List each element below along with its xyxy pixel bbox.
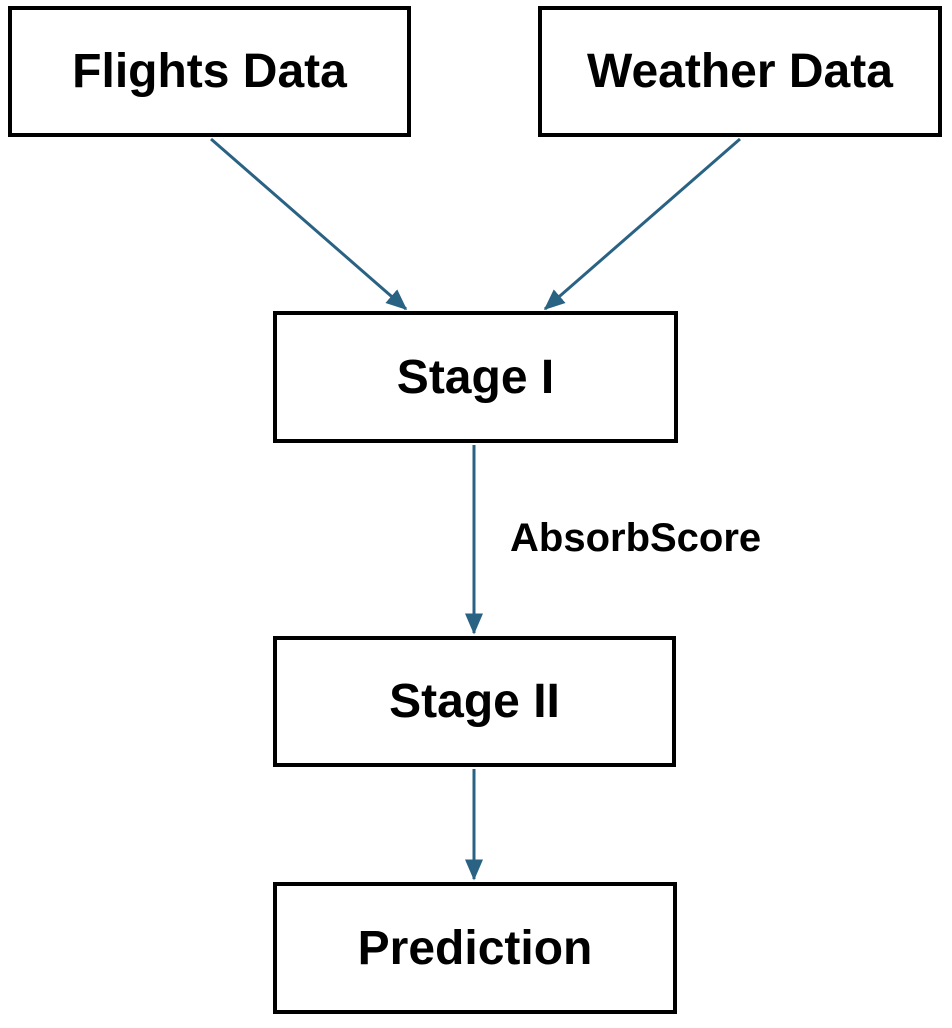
node-prediction: Prediction: [273, 882, 677, 1014]
node-stage-2: Stage II: [273, 636, 676, 767]
node-stage-1: Stage I: [273, 311, 678, 443]
node-stage-1-label: Stage I: [396, 350, 555, 404]
node-prediction-label: Prediction: [357, 921, 593, 975]
node-stage-2-label: Stage II: [389, 675, 560, 728]
edge-flights-to-stage1: [210, 137, 408, 311]
node-weather-data-label: Weather Data: [587, 45, 893, 98]
node-weather-data: Weather Data: [538, 6, 942, 137]
edge-label-absorbscore: AbsorbScore: [510, 516, 762, 560]
node-flights-data-label: Flights Data: [72, 45, 347, 98]
edge-weather-to-stage1: [543, 137, 741, 311]
node-flights-data: Flights Data: [8, 6, 411, 137]
